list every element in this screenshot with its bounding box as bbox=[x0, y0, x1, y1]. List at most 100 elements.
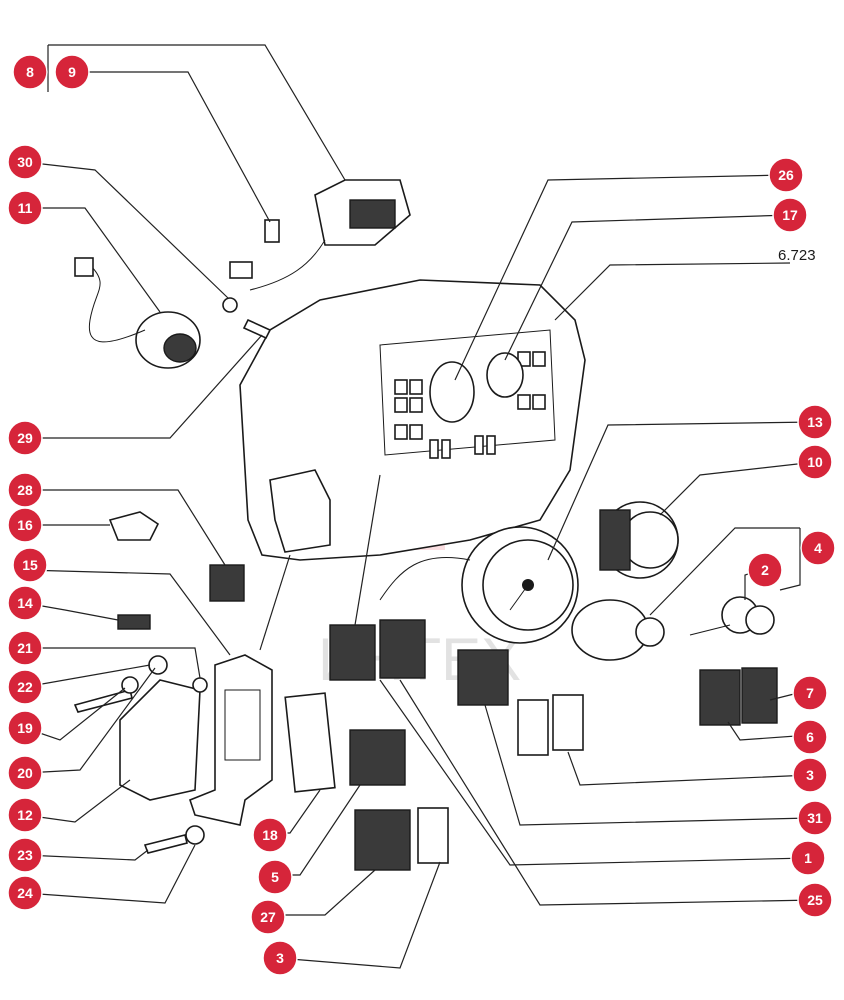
callout-2: 2 bbox=[747, 552, 783, 588]
bolt-short bbox=[143, 834, 188, 854]
callout-label: 28 bbox=[17, 482, 33, 498]
relay bbox=[209, 564, 245, 602]
callout-15: 15 bbox=[12, 547, 48, 583]
callout-label: 6 bbox=[806, 729, 814, 745]
callout-label: 16 bbox=[17, 517, 33, 533]
leader-lines bbox=[24, 44, 816, 969]
callout-25: 25 bbox=[797, 882, 833, 918]
callout-label: 3 bbox=[806, 767, 814, 783]
reference-code: 6.723 bbox=[778, 247, 816, 264]
callout-23: 23 bbox=[7, 837, 43, 873]
callout-7: 7 bbox=[792, 675, 828, 711]
hour-meter bbox=[599, 501, 679, 579]
callout-label: 25 bbox=[807, 892, 823, 908]
callout-label: 12 bbox=[17, 807, 33, 823]
callout-11: 11 bbox=[7, 190, 43, 226]
switch-6 bbox=[699, 669, 741, 726]
switch-cover-3 bbox=[417, 807, 449, 864]
socket bbox=[108, 511, 160, 541]
callout-10: 10 bbox=[797, 444, 833, 480]
callout-label: 10 bbox=[807, 454, 823, 470]
callout-label: 11 bbox=[18, 200, 33, 216]
switch-31 bbox=[457, 649, 509, 706]
callout-3: 3 bbox=[792, 757, 828, 793]
callout-18: 18 bbox=[252, 817, 288, 853]
callout-label: 20 bbox=[17, 765, 33, 781]
keys bbox=[689, 596, 775, 636]
rocker-switch-a bbox=[329, 624, 376, 681]
callout-label: 1 bbox=[804, 850, 812, 866]
callout-label: 29 bbox=[17, 430, 33, 446]
screw bbox=[242, 318, 272, 340]
callout-label: 27 bbox=[260, 909, 276, 925]
callout-label: 14 bbox=[17, 595, 33, 611]
callout-label: 24 bbox=[17, 885, 33, 901]
fuse bbox=[117, 614, 151, 630]
callout-label: 30 bbox=[17, 154, 33, 170]
callout-19: 19 bbox=[7, 710, 43, 746]
callout-28: 28 bbox=[7, 472, 43, 508]
callout-13: 13 bbox=[797, 404, 833, 440]
callout-label: 22 bbox=[17, 679, 33, 695]
callout-label: 18 bbox=[262, 827, 278, 843]
callout-3: 3 bbox=[262, 940, 298, 976]
callout-4: 4 bbox=[800, 530, 836, 566]
switch-5 bbox=[349, 729, 406, 786]
callout-label: 31 bbox=[807, 810, 823, 826]
bolt-long bbox=[73, 689, 133, 713]
callout-label: 23 bbox=[17, 847, 33, 863]
callout-8: 8 bbox=[12, 54, 48, 90]
cover-b bbox=[552, 694, 584, 751]
callout-30: 30 bbox=[7, 144, 43, 180]
callout-20: 20 bbox=[7, 755, 43, 791]
callout-26: 26 bbox=[768, 157, 804, 193]
callout-label: 21 bbox=[17, 640, 33, 656]
display-unit bbox=[229, 179, 411, 291]
callout-5: 5 bbox=[257, 859, 293, 895]
housing bbox=[119, 679, 201, 801]
callout-29: 29 bbox=[7, 420, 43, 456]
callout-label: 4 bbox=[814, 540, 822, 556]
washer bbox=[222, 297, 238, 313]
bolt-head bbox=[148, 655, 168, 675]
callout-label: 9 bbox=[68, 64, 76, 80]
callout-31: 31 bbox=[797, 800, 833, 836]
switch-7 bbox=[741, 667, 778, 724]
callout-1: 1 bbox=[790, 840, 826, 876]
ignition-cable bbox=[74, 257, 201, 369]
dashboard-panel bbox=[239, 279, 586, 561]
callout-17: 17 bbox=[772, 197, 808, 233]
cover-a bbox=[517, 699, 549, 756]
callout-label: 8 bbox=[26, 64, 34, 80]
switch-27 bbox=[354, 809, 411, 871]
bracket bbox=[189, 654, 273, 826]
callout-label: 26 bbox=[778, 167, 794, 183]
washer-3 bbox=[185, 825, 205, 845]
rocker-switch-b bbox=[379, 619, 426, 679]
callout-21: 21 bbox=[7, 630, 43, 666]
callout-label: 15 bbox=[22, 557, 38, 573]
callout-16: 16 bbox=[7, 507, 43, 543]
nut bbox=[121, 676, 139, 694]
callout-12: 12 bbox=[7, 797, 43, 833]
callout-label: 7 bbox=[806, 685, 814, 701]
callout-14: 14 bbox=[7, 585, 43, 621]
callout-label: 17 bbox=[782, 207, 798, 223]
callout-6: 6 bbox=[792, 719, 828, 755]
callout-label: 3 bbox=[276, 950, 284, 966]
speedometer-gauge bbox=[379, 526, 579, 644]
callout-label: 13 bbox=[807, 414, 823, 430]
callout-9: 9 bbox=[54, 54, 90, 90]
ignition-switch bbox=[571, 599, 665, 661]
callout-27: 27 bbox=[250, 899, 286, 935]
fuse-box bbox=[284, 692, 336, 793]
washer-2 bbox=[192, 677, 208, 693]
callout-label: 19 bbox=[17, 720, 33, 736]
callout-22: 22 bbox=[7, 669, 43, 705]
callout-label: 5 bbox=[271, 869, 279, 885]
callout-label: 2 bbox=[761, 562, 769, 578]
callout-24: 24 bbox=[7, 875, 43, 911]
